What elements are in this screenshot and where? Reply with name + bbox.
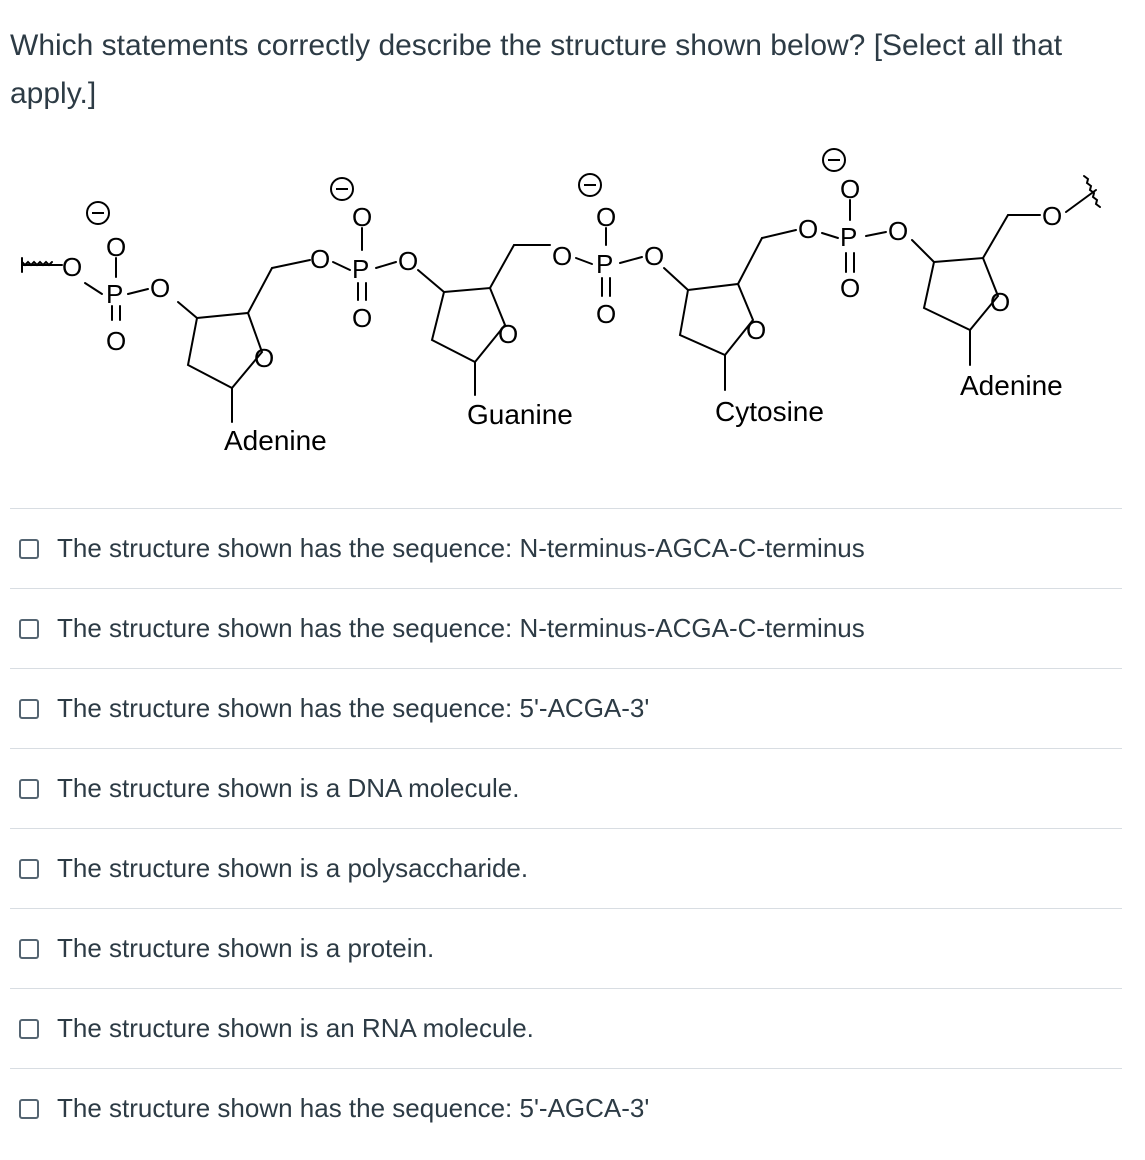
atom-label: P	[840, 222, 857, 252]
answer-option[interactable]: The structure shown is a DNA molecule.	[10, 748, 1122, 828]
answer-label[interactable]: The structure shown has the sequence: 5'…	[57, 1093, 650, 1123]
answer-label[interactable]: The structure shown has the sequence: N-…	[57, 613, 865, 643]
answer-checkbox[interactable]	[19, 938, 39, 959]
atom-label: O	[552, 241, 572, 271]
atom-label: P	[106, 279, 123, 309]
sugar-ring-2	[430, 286, 507, 364]
answer-option[interactable]: The structure shown is a protein.	[10, 908, 1122, 988]
answer-checkbox[interactable]	[19, 1098, 39, 1119]
atom-label: O	[840, 174, 860, 204]
negative-charge-icon	[578, 173, 602, 197]
chain-break-right	[1083, 175, 1101, 208]
base-label-adenine-1: Adenine	[224, 425, 327, 456]
atom-label: O	[498, 319, 518, 349]
negative-charge-icon	[86, 201, 110, 225]
base-label-adenine-2: Adenine	[960, 370, 1063, 401]
sugar-ring-4	[922, 256, 1000, 332]
sugar-ring-1	[186, 311, 264, 390]
atom-label: O	[596, 202, 616, 232]
answer-label[interactable]: The structure shown is a polysaccharide.	[57, 853, 529, 883]
atom-label: O	[1042, 201, 1062, 231]
negative-charge-icon	[822, 148, 846, 172]
answer-label[interactable]: The structure shown is a protein.	[57, 933, 435, 963]
atom-label: O	[310, 244, 330, 274]
answer-option[interactable]: The structure shown has the sequence: N-…	[10, 588, 1122, 668]
atom-label: O	[596, 299, 616, 329]
atom-label: O	[990, 287, 1010, 317]
atom-label: O	[840, 273, 860, 303]
atom-label: O	[106, 326, 126, 356]
answer-option[interactable]: The structure shown is a polysaccharide.	[10, 828, 1122, 908]
answer-list: The structure shown has the sequence: N-…	[10, 508, 1122, 1148]
atom-label: O	[888, 216, 908, 246]
atom-label: O	[352, 303, 372, 333]
answer-option[interactable]: The structure shown has the sequence: 5'…	[10, 668, 1122, 748]
answer-checkbox[interactable]	[19, 538, 39, 559]
atom-label: O	[254, 343, 274, 373]
atom-label: O	[62, 252, 82, 282]
atom-label: O	[644, 241, 664, 271]
atom-label: P	[596, 249, 613, 279]
nucleic-acid-structure-figure: O O P O O O O O P O O O O O P O O O O O …	[0, 140, 1145, 480]
negative-charge-icon	[330, 177, 354, 201]
base-label-cytosine: Cytosine	[715, 396, 824, 427]
answer-checkbox[interactable]	[19, 618, 39, 639]
answer-checkbox[interactable]	[19, 858, 39, 879]
answer-option[interactable]: The structure shown has the sequence: N-…	[10, 508, 1122, 588]
answer-checkbox[interactable]	[19, 698, 39, 719]
base-label-guanine: Guanine	[467, 399, 573, 430]
answer-label[interactable]: The structure shown is an RNA molecule.	[57, 1013, 534, 1043]
sugar-ring-3	[678, 282, 755, 357]
question-text: Which statements correctly describe the …	[10, 29, 1063, 110]
atom-label: O	[150, 273, 170, 303]
structure-diagram: O O P O O O O O P O O O O O P O O O O O …	[21, 148, 1101, 456]
answer-label[interactable]: The structure shown is a DNA molecule.	[57, 773, 520, 803]
answer-option[interactable]: The structure shown has the sequence: 5'…	[10, 1068, 1122, 1148]
atom-label: O	[398, 246, 418, 276]
answer-checkbox[interactable]	[19, 778, 39, 799]
atom-label: O	[352, 202, 372, 232]
atom-label: O	[106, 232, 126, 262]
atom-label: P	[352, 254, 369, 284]
atom-label: O	[746, 315, 766, 345]
answer-option[interactable]: The structure shown is an RNA molecule.	[10, 988, 1122, 1068]
answer-checkbox[interactable]	[19, 1018, 39, 1039]
answer-label[interactable]: The structure shown has the sequence: 5'…	[57, 693, 650, 723]
answer-label[interactable]: The structure shown has the sequence: N-…	[57, 533, 865, 563]
atom-label: O	[798, 214, 818, 244]
